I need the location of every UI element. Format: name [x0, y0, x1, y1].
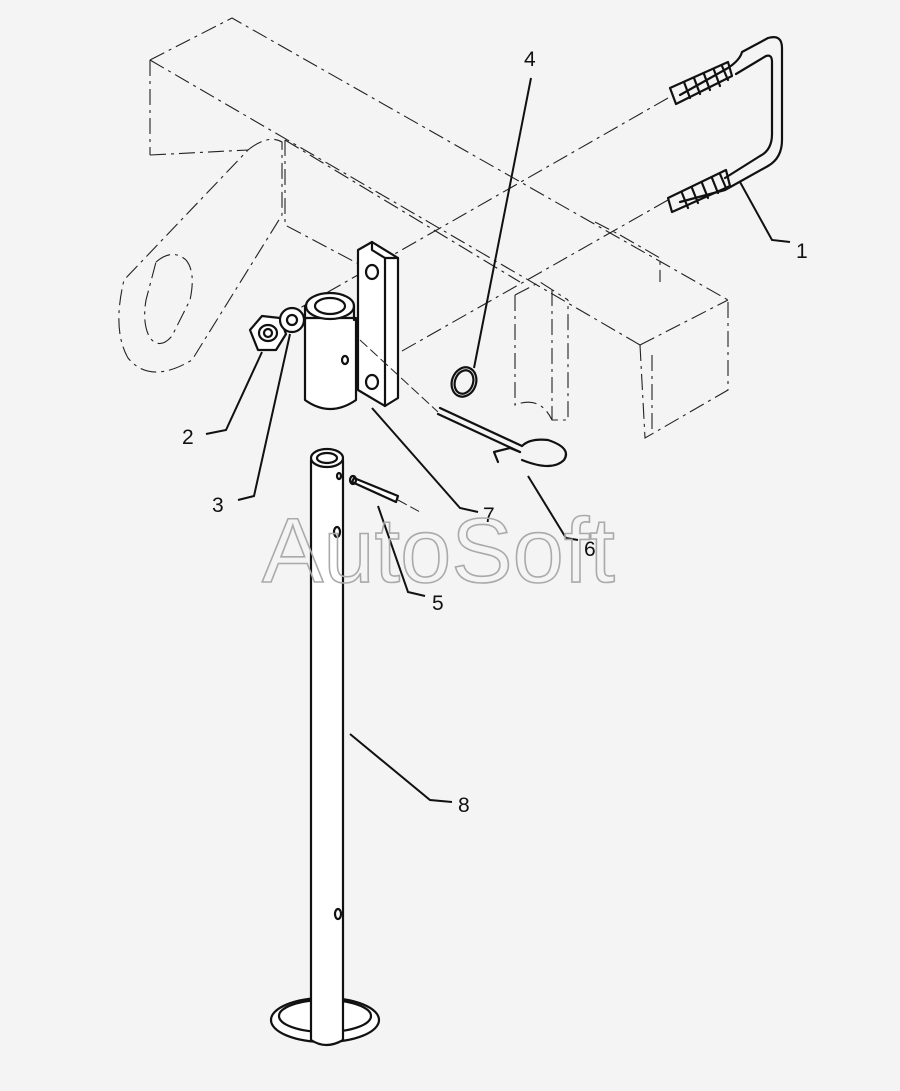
flat-washer [278, 306, 306, 334]
sleeve-bracket [303, 240, 400, 411]
leader-3 [237, 333, 291, 501]
callout-3: 3 [212, 494, 224, 517]
callout-5: 5 [432, 592, 444, 615]
hex-nut [248, 314, 288, 352]
callout-6: 6 [584, 538, 596, 561]
jack-stand-tube [269, 447, 381, 1047]
callout-7: 7 [483, 504, 495, 527]
lug-plate-phantom [118, 138, 283, 373]
leader-7 [371, 407, 479, 513]
leader-8 [349, 733, 453, 803]
callout-4: 4 [524, 48, 536, 71]
callout-labels: 1 2 3 4 5 6 7 8 [182, 48, 808, 817]
leader-lines [205, 77, 791, 803]
callout-2: 2 [182, 426, 194, 449]
watermark-text: AutoSoft [262, 500, 615, 602]
hitch-pin [359, 339, 568, 468]
frame-beam-phantom [149, 17, 729, 439]
bracket-phantom [514, 281, 569, 421]
leader-4 [473, 77, 532, 369]
leader-6 [527, 475, 579, 541]
leader-1 [739, 181, 791, 243]
leader-2 [205, 351, 263, 435]
u-bolt [666, 36, 784, 214]
roll-pin [348, 474, 421, 513]
ring [450, 366, 478, 398]
leader-5 [377, 505, 426, 597]
callout-1: 1 [796, 240, 808, 263]
callout-8: 8 [458, 794, 470, 817]
